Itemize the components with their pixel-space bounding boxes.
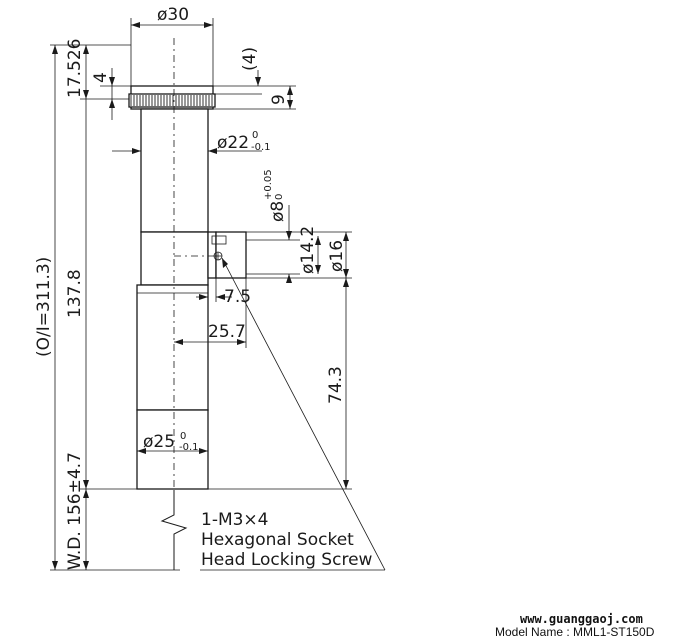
dim-port-height: 74.3 [208, 278, 352, 490]
sleeve-tube [140, 108, 209, 233]
set-screw-slot [211, 235, 227, 245]
dim-top-left: 17.526 4 [50, 39, 131, 120]
port-offset-label: 7.5 [224, 287, 251, 307]
dim-working-distance: W.D. 156±4.7 [65, 452, 89, 570]
sleeve-diameter-label: ø22 [217, 133, 249, 153]
model-name-label: Model Name : MML1-ST150D [495, 625, 655, 639]
screw-note: 1-M3×4 Hexagonal Socket Head Locking Scr… [200, 257, 386, 571]
lower-tol-upper: 0 [180, 431, 186, 442]
port-length-label: 25.7 [208, 322, 246, 342]
dim-port-offset: 7.5 [196, 278, 251, 307]
flange-outer-label: ø16 [327, 240, 347, 272]
dim-body-length: 137.8 [65, 99, 137, 490]
sleeve-tol-upper: 0 [252, 130, 258, 141]
overall-length-label: (O/I=311.3) [34, 257, 54, 357]
knurl-pattern [130, 95, 213, 106]
top-ref-label: (4) [240, 47, 260, 71]
dim-flange: ø14.2 ø16 [246, 226, 352, 279]
working-distance-label: W.D. 156±4.7 [65, 452, 85, 570]
dim-port-length: 25.7 [174, 278, 247, 348]
dim-top-diameter: ø30 [130, 5, 214, 86]
top-section-label: 17.526 [65, 39, 85, 98]
dim-overall-length: (O/I=311.3) [34, 45, 180, 571]
leader-line [221, 257, 386, 571]
knurl-band [128, 93, 216, 108]
dim-port-diameter: ø8 +0.05 0 [246, 169, 300, 283]
dim-top-right: (4) 9 [213, 47, 296, 110]
lower-diameter-label: ø25 [143, 432, 175, 452]
port-diameter-label: ø8 [268, 201, 288, 222]
note-line3: Head Locking Screw [201, 550, 373, 570]
sleeve-tol-lower: -0.1 [251, 142, 271, 153]
port-tol-upper: +0.05 [263, 169, 274, 200]
body-length-label: 137.8 [65, 269, 85, 318]
port-section [140, 231, 209, 286]
top-offset-label: 4 [91, 72, 111, 83]
port-housing [215, 231, 247, 279]
top-height-label: 9 [269, 94, 289, 105]
flange-inner-label: ø14.2 [298, 226, 318, 274]
lower-tube [136, 284, 209, 411]
note-line2: Hexagonal Socket [201, 530, 354, 550]
break-symbol [160, 490, 188, 570]
note-line1: 1-M3×4 [201, 510, 269, 530]
lens-body [128, 38, 247, 570]
port-height-label: 74.3 [326, 366, 346, 404]
top-diameter-label: ø30 [157, 5, 189, 25]
lower-tol-lower: -0.1 [179, 442, 199, 453]
dim-sleeve-diameter: ø22 0 -0.1 [112, 130, 271, 154]
dim-lower-diameter: ø25 0 -0.1 [137, 431, 208, 454]
front-tube [136, 409, 209, 490]
port-tol-lower: 0 [274, 194, 285, 200]
watermark-text: www.guanggaoj.com [520, 612, 643, 626]
